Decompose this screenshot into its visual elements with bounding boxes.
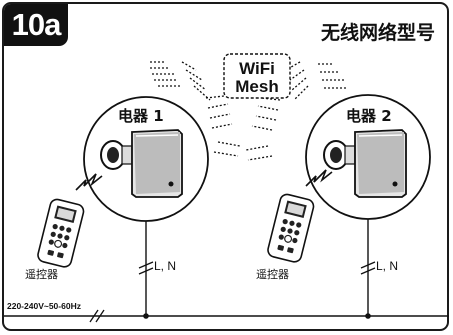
diagram-frame: 10a 无线网络型号 [2, 2, 449, 331]
wifi-signal-left [150, 61, 241, 157]
remote-1 [35, 197, 86, 270]
wifi-label: WiFi [239, 59, 275, 78]
wifi-signal-right [245, 61, 348, 161]
device-2: 电器 2 [305, 94, 431, 220]
wifi-mesh-box [223, 53, 291, 99]
device-1: 电器 1 [83, 96, 209, 222]
remote-2-signal-icon [305, 169, 333, 187]
remote-2-label: 遥控器 [256, 267, 289, 281]
remote-1-signal-icon [75, 173, 103, 191]
supply-label: 220-240V~50-60Hz [7, 301, 81, 311]
remote-2 [265, 192, 316, 265]
device-1-label: 电器 1 [118, 107, 164, 125]
diagram-title: 无线网络型号 [320, 22, 435, 44]
remote-1-label: 遥控器 [25, 267, 58, 281]
junction-2 [365, 313, 371, 319]
device-2-wire-marks [360, 261, 376, 275]
figure-badge: 10a [4, 4, 68, 46]
mesh-label: Mesh [235, 77, 278, 96]
device-2-wiring-label: L, N [376, 259, 398, 273]
device-1-wiring-label: L, N [154, 259, 176, 273]
device-1-wire-marks [138, 261, 154, 275]
device-2-label: 电器 2 [346, 107, 392, 125]
mains-line-marks [89, 309, 105, 323]
junction-1 [143, 313, 149, 319]
